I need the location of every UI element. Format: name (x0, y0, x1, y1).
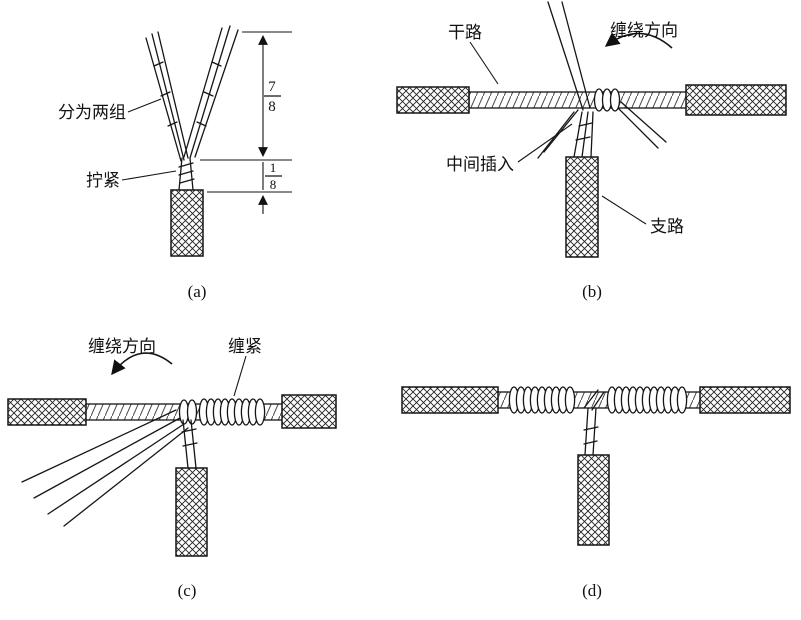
caption-c: (c) (178, 581, 197, 600)
caption-d: (d) (582, 581, 602, 600)
label-winding-direction: 缠绕方向 (610, 21, 678, 40)
panel-b: 干路 缠绕方向 中间插入 支路 (b) (396, 1, 787, 301)
label-main-line: 干路 (448, 23, 482, 42)
fraction-denominator: 8 (270, 177, 277, 192)
branch-insulation (565, 156, 599, 258)
winding-direction-arrow (604, 32, 673, 49)
leader-line (121, 170, 177, 181)
leader-line (469, 41, 499, 85)
main-wire-insulation-right (699, 386, 791, 414)
main-wire-insulation-left (396, 86, 470, 114)
label-insert-middle: 中间插入 (446, 155, 514, 174)
main-wire-insulation-right (281, 394, 337, 429)
branch-insulation (170, 189, 204, 257)
twisted-neck (178, 157, 195, 191)
branch-insulation (175, 467, 208, 557)
fraction-numerator: 7 (268, 79, 276, 95)
leader-line (517, 123, 573, 163)
wrap-loops (593, 88, 621, 112)
caption-b: (b) (582, 282, 602, 301)
branch-strands (573, 111, 594, 158)
leader-line (233, 355, 247, 397)
branch-left-strands (145, 31, 189, 162)
label-split-two-groups: 分为两组 (58, 103, 126, 122)
main-wire-insulation-left (7, 398, 87, 426)
leader-line (127, 98, 162, 113)
winding-coil-left (508, 386, 576, 414)
winding-direction-arrow (111, 352, 173, 376)
panel-a: 7 8 1 8 分为两组 拧紧 (a) (58, 25, 292, 301)
junction-knot (178, 399, 198, 425)
panel-c: 缠绕方向 缠紧 (c) (7, 337, 337, 600)
label-branch-line: 支路 (650, 217, 684, 236)
label-winding-direction: 缠绕方向 (88, 337, 156, 356)
fraction-numerator: 1 (270, 160, 277, 175)
branch-strands (181, 419, 198, 469)
junction-strands (583, 389, 605, 411)
branch-insulation (577, 454, 610, 546)
loose-strands (21, 409, 189, 527)
fraction-denominator: 8 (268, 99, 276, 115)
dimension-lines (200, 31, 292, 214)
panel-d: (d) (401, 386, 791, 600)
main-wire-insulation-left (401, 386, 499, 414)
branch-right-strands (183, 25, 239, 159)
leader-line (601, 195, 647, 225)
winding-coil (198, 398, 266, 426)
label-wind-tight: 缠紧 (228, 337, 262, 356)
caption-a: (a) (188, 282, 207, 301)
winding-coil-right (606, 386, 688, 414)
label-twist-tight: 拧紧 (86, 171, 120, 190)
branch-strands (583, 407, 599, 456)
main-wire-insulation-right (685, 84, 787, 116)
